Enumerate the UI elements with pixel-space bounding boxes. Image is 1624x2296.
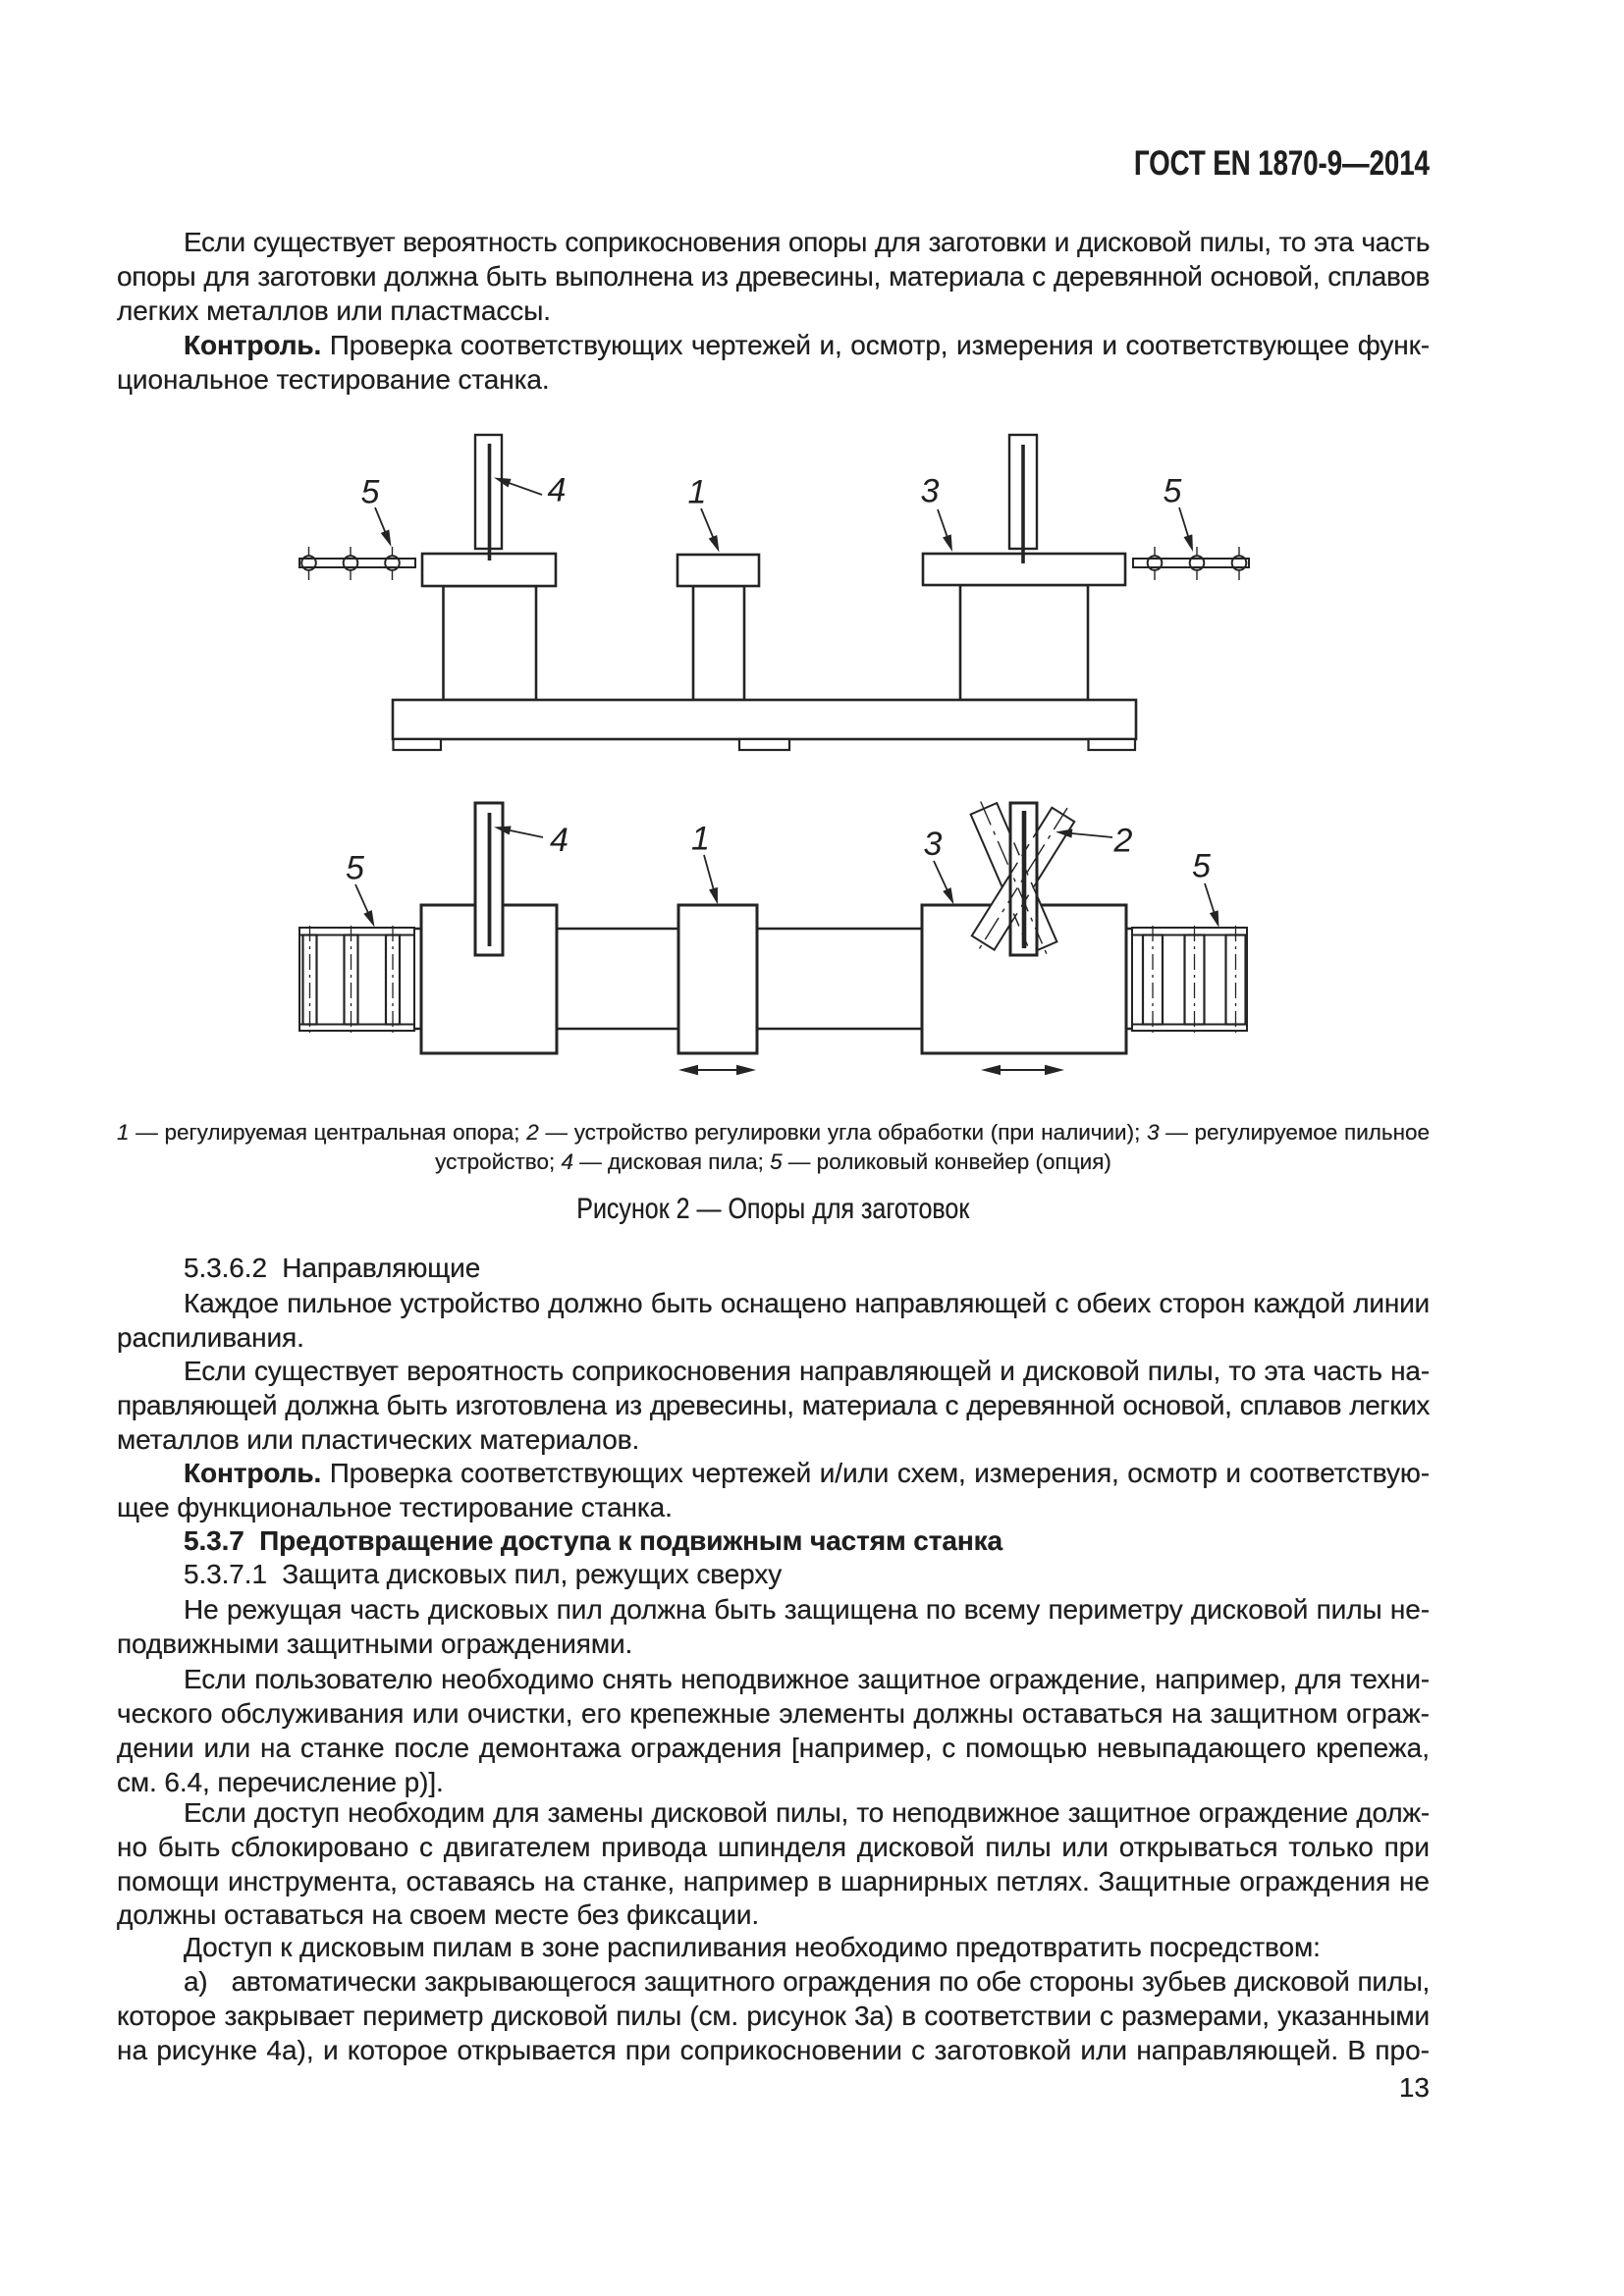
svg-text:5: 5 [1192,847,1211,884]
svg-text:4: 4 [548,471,567,508]
svg-text:5: 5 [346,849,364,886]
svg-text:3: 3 [921,472,940,509]
svg-text:3: 3 [924,826,943,863]
svg-text:4: 4 [550,822,568,859]
svg-text:5: 5 [361,473,380,510]
svg-text:1: 1 [691,820,710,857]
svg-text:5: 5 [1164,472,1182,509]
svg-text:2: 2 [1113,823,1133,860]
svg-text:1: 1 [688,473,707,510]
